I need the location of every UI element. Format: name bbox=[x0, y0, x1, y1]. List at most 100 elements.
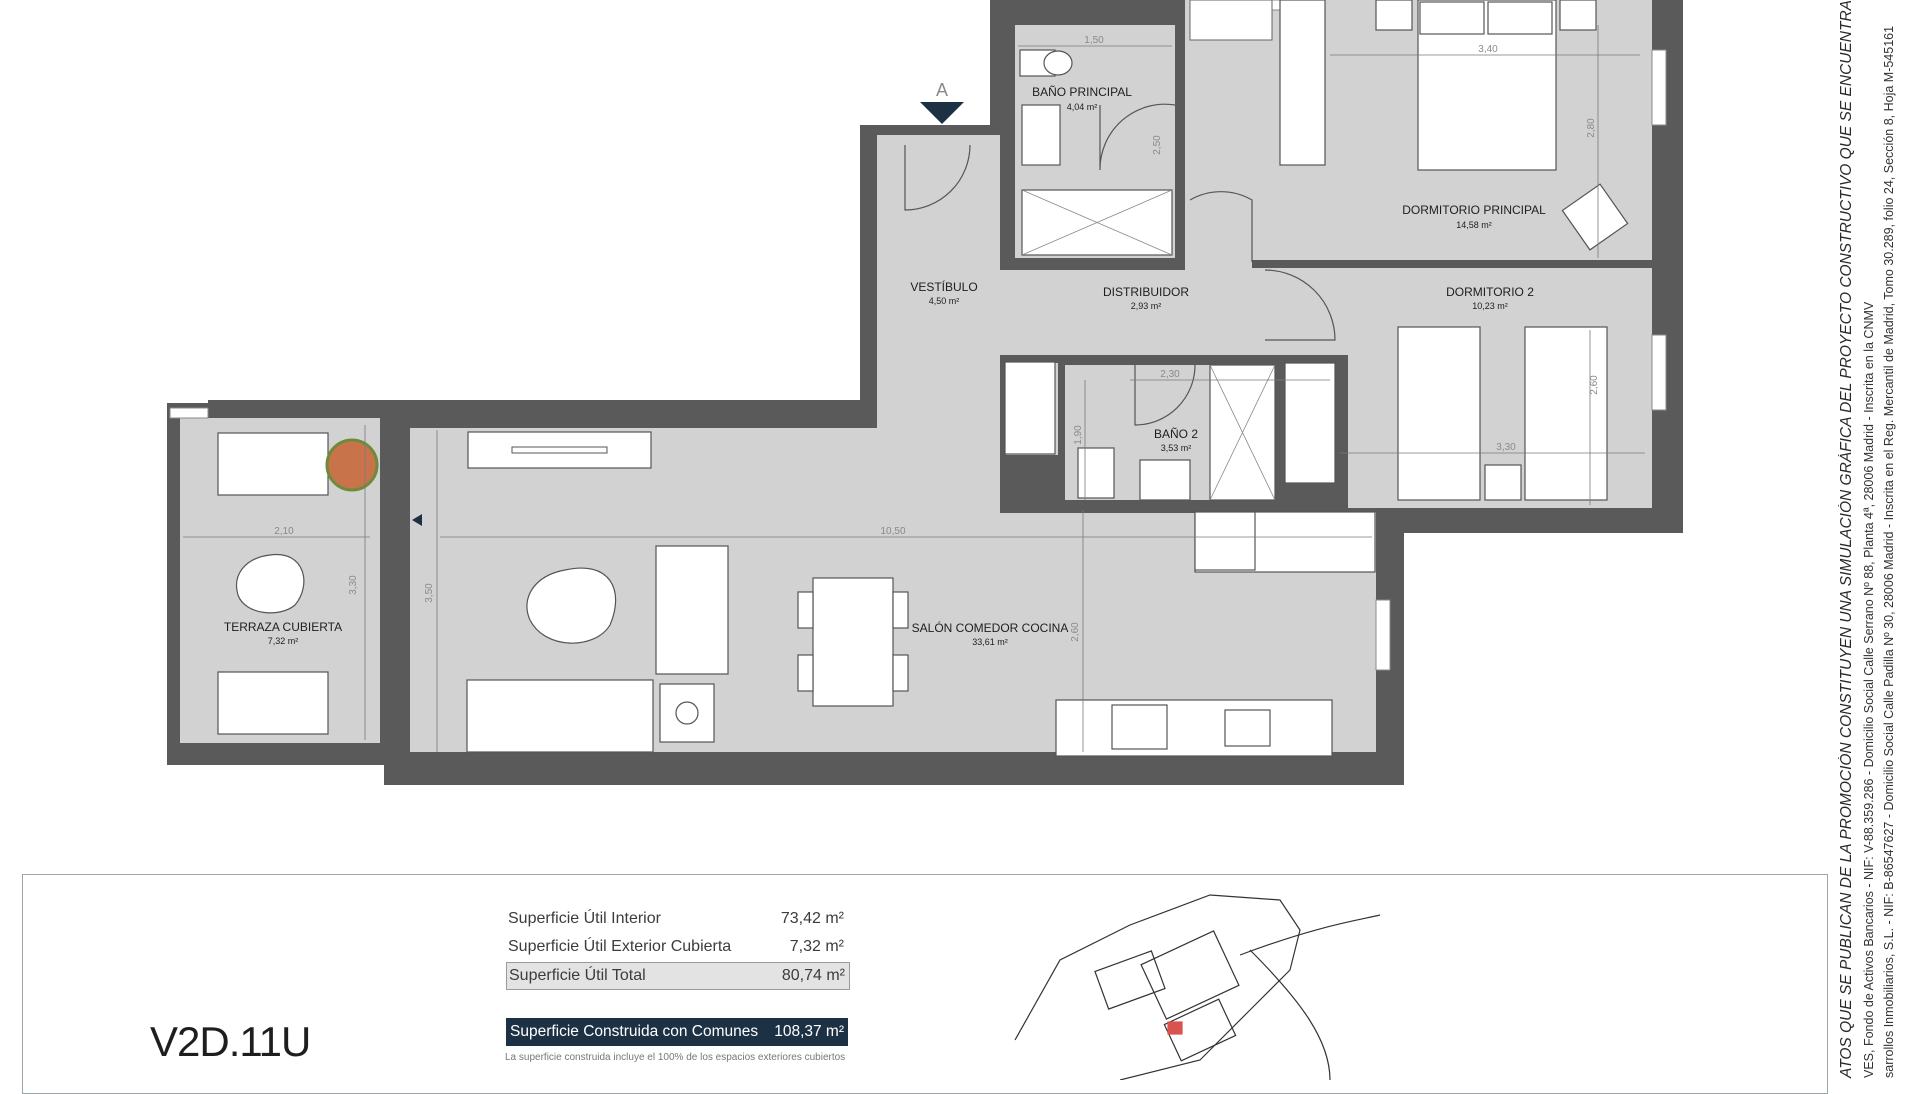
chair-right-top bbox=[892, 591, 909, 629]
armchair-salon bbox=[655, 545, 729, 675]
door-dorm-2 bbox=[1264, 269, 1336, 341]
shelving-corridor bbox=[1279, 0, 1326, 166]
pillow-left bbox=[1419, 1, 1485, 35]
wall-dorm2-left bbox=[1340, 355, 1348, 510]
location-map-block-2 bbox=[1140, 930, 1240, 1020]
shelving-bano-2 bbox=[1284, 362, 1336, 484]
dim-dormitorio-2-width: 3,30 bbox=[1496, 442, 1516, 453]
surface-footnote: La superficie construida incluye el 100%… bbox=[505, 1052, 846, 1063]
surface-interior-value: 73,42 m² bbox=[780, 910, 844, 927]
label-dormitorio-principal: DORMITORIO PRINCIPAL bbox=[1402, 203, 1546, 217]
wall-bano2-bottom bbox=[1000, 505, 1345, 513]
window-dorm-2 bbox=[1651, 334, 1667, 411]
dim-bano-2-width: 2,30 bbox=[1160, 369, 1180, 380]
bed-dorm2-right bbox=[1524, 326, 1608, 501]
plant bbox=[325, 438, 379, 492]
room-labels: BAÑO PRINCIPAL 4,04 m² DORMITORIO PRINCI… bbox=[224, 85, 1546, 647]
dim-dormitorio-2-height: 2,60 bbox=[1589, 375, 1600, 395]
disclaimer-panel: ATOS QUE SE PUBLICAN DE LA PROMOCIÓN CON… bbox=[1826, 0, 1920, 1080]
label-distribuidor: DISTRIBUIDOR bbox=[1103, 285, 1189, 299]
dim-dormitorio-principal-width: 3,40 bbox=[1478, 44, 1498, 55]
area-bano-principal: 4,04 m² bbox=[1067, 102, 1098, 112]
area-bano-2: 3,53 m² bbox=[1161, 443, 1192, 453]
tv bbox=[511, 446, 608, 454]
label-bano-2: BAÑO 2 bbox=[1154, 427, 1198, 441]
dim-bano-principal-width: 1,50 bbox=[1084, 35, 1104, 46]
cooktop bbox=[1111, 704, 1168, 750]
surface-built-value: 108,37 m² bbox=[774, 1023, 844, 1040]
wall-bano-principal-right-low bbox=[1175, 170, 1185, 270]
location-map-block-3 bbox=[1163, 998, 1237, 1062]
dim-salon-height-right: 2,60 bbox=[1070, 622, 1081, 642]
dim-terraza-height: 3,30 bbox=[348, 575, 359, 595]
door-entry bbox=[904, 144, 971, 211]
disclaimer-line2: VES, Fondo de Activos Bancarios - NIF: V… bbox=[1862, 301, 1876, 1078]
area-distribuidor: 2,93 m² bbox=[1131, 301, 1162, 311]
location-map-road-2 bbox=[1239, 914, 1381, 956]
sink-bano-principal bbox=[1021, 104, 1061, 166]
surface-exterior-label: Superficie Útil Exterior Cubierta bbox=[508, 938, 732, 955]
dining-table bbox=[812, 577, 894, 707]
wall-bano-principal-right bbox=[1175, 20, 1185, 82]
wall-dorm-top-split bbox=[1255, 260, 1655, 268]
interior-walls bbox=[380, 20, 1655, 668]
location-map-road bbox=[1249, 949, 1331, 1080]
label-bano-principal: BAÑO PRINCIPAL bbox=[1032, 85, 1132, 99]
surface-exterior-row: Superficie Útil Exterior Cubierta 7,32 m… bbox=[506, 934, 848, 960]
armchair-principal bbox=[1561, 183, 1629, 251]
terrace-sofa-bottom bbox=[217, 671, 329, 735]
disclaimer-line3: sarrollos Inmobiliarios, S.L. - NIF: B-8… bbox=[1882, 25, 1896, 1078]
pillow-right bbox=[1487, 1, 1553, 35]
window-salon-right bbox=[1375, 599, 1391, 671]
kitchen-counter bbox=[1055, 699, 1333, 757]
location-map-outline bbox=[1014, 894, 1301, 1080]
location-map-block-1 bbox=[1094, 950, 1166, 1010]
nightstand-dorm2 bbox=[1484, 464, 1522, 501]
disclaimer-main: ATOS QUE SE PUBLICAN DE LA PROMOCIÓN CON… bbox=[1838, 0, 1855, 1078]
rug-salon bbox=[526, 567, 617, 644]
dim-terraza-width: 2,10 bbox=[274, 526, 294, 537]
toilet-bowl-bano-principal bbox=[1043, 50, 1073, 76]
floor-vestibulo-distribuidor bbox=[877, 135, 1340, 507]
door-dorm-principal bbox=[1189, 191, 1253, 262]
label-terraza: TERRAZA CUBIERTA bbox=[224, 620, 342, 634]
shelving-closet bbox=[1004, 361, 1056, 455]
sofa bbox=[466, 679, 654, 753]
dim-salon-width: 10,50 bbox=[880, 526, 905, 537]
surface-interior-row: Superficie Útil Interior 73,42 m² bbox=[506, 906, 848, 932]
dim-bano-principal-height: 2,50 bbox=[1152, 135, 1163, 155]
wall-bano-principal-left bbox=[1000, 20, 1015, 265]
bed-dorm2-left bbox=[1397, 326, 1481, 501]
location-map-unit-highlight bbox=[1167, 1021, 1183, 1035]
area-dormitorio-principal: 14,58 m² bbox=[1456, 220, 1492, 230]
wall-bano2-left bbox=[1000, 355, 1006, 510]
area-vestibulo: 4,50 m² bbox=[929, 296, 960, 306]
surface-interior-label: Superficie Útil Interior bbox=[508, 910, 661, 927]
terrace-arrow-icon bbox=[412, 514, 422, 526]
terrace-rug bbox=[236, 554, 305, 614]
location-map bbox=[1014, 894, 1381, 1080]
window-dorm-principal bbox=[1651, 49, 1667, 126]
nightstand-left bbox=[1375, 0, 1413, 31]
label-dormitorio-2: DORMITORIO 2 bbox=[1446, 285, 1534, 299]
area-salon: 33,61 m² bbox=[972, 637, 1008, 647]
toilet-bano-2 bbox=[1077, 447, 1115, 499]
surface-exterior-value: 7,32 m² bbox=[789, 938, 844, 955]
area-terraza: 7,32 m² bbox=[268, 636, 299, 646]
terrace-sofa-top bbox=[217, 432, 329, 496]
dimension-lines bbox=[183, 25, 1645, 752]
dim-bano-2-height: 1,90 bbox=[1073, 425, 1084, 445]
sink-bano-2 bbox=[1139, 459, 1191, 501]
dim-dormitorio-principal-height: 2,80 bbox=[1586, 118, 1597, 138]
dim-salon-height-left: 3,50 bbox=[424, 583, 435, 603]
surface-total-row: Superficie Útil Total 80,74 m² bbox=[506, 962, 850, 990]
section-marker-label: A bbox=[936, 80, 948, 100]
furniture bbox=[217, 0, 1629, 757]
surface-built-row: Superficie Construida con Comunes 108,37… bbox=[506, 1018, 848, 1046]
nightstand-right bbox=[1559, 0, 1597, 31]
dimension-labels: 1,50 2,50 3,40 2,80 2,30 1,90 3,30 2,60 … bbox=[274, 35, 1600, 642]
chair-right-bottom bbox=[892, 654, 909, 692]
doors bbox=[904, 103, 1336, 426]
window-terraza-top bbox=[169, 407, 209, 419]
